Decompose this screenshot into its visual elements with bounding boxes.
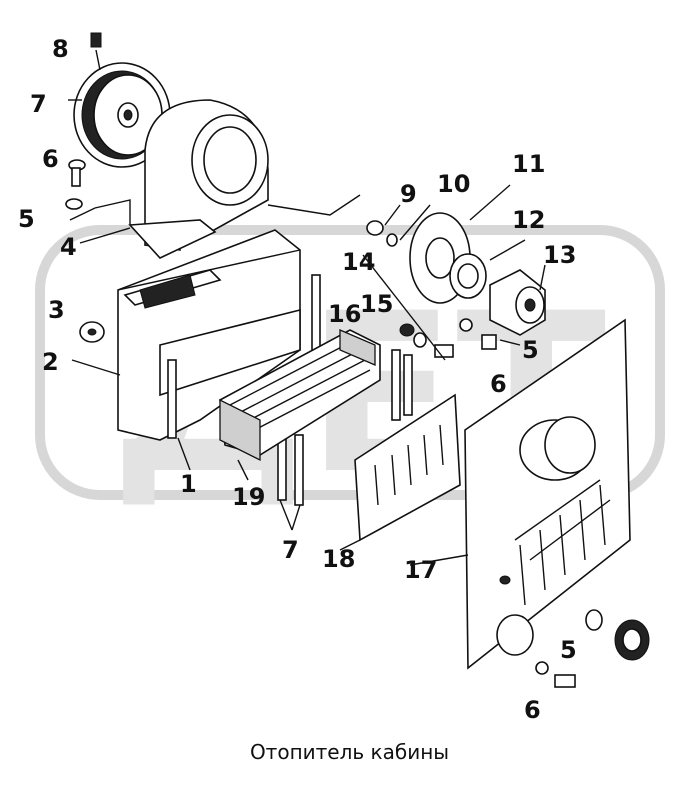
control-knob xyxy=(585,609,650,661)
seal-strips xyxy=(167,274,413,506)
screw-8 xyxy=(90,32,102,71)
bolt-6-bottom xyxy=(535,661,576,688)
motor-assembly xyxy=(366,212,546,350)
label-1: 1 xyxy=(180,470,197,498)
label-16: 16 xyxy=(328,300,361,328)
label-10: 10 xyxy=(437,170,470,198)
label-17: 17 xyxy=(404,556,437,584)
label-18: 18 xyxy=(322,545,355,573)
label-14: 14 xyxy=(342,248,375,276)
front-grille-18 xyxy=(354,393,461,542)
label-6-mid: 6 xyxy=(490,370,507,398)
leader-lines xyxy=(68,99,546,566)
label-8: 8 xyxy=(52,35,69,63)
label-12: 12 xyxy=(512,206,545,234)
label-15: 15 xyxy=(360,290,393,318)
label-7-bottom: 7 xyxy=(282,536,299,564)
label-3: 3 xyxy=(48,296,65,324)
label-6-left: 6 xyxy=(42,145,59,173)
label-19: 19 xyxy=(232,483,265,511)
label-5-bottom: 5 xyxy=(560,636,577,664)
label-9: 9 xyxy=(400,180,417,208)
front-panel-17 xyxy=(464,318,631,670)
label-5-mid: 5 xyxy=(522,336,539,364)
part-labels: 8 7 6 5 4 3 2 1 19 7 18 17 16 15 14 9 10… xyxy=(18,35,577,724)
figure-caption: Отопитель кабины xyxy=(249,740,450,764)
bolt-6-left xyxy=(65,159,86,210)
label-4: 4 xyxy=(60,233,77,261)
heater-radiator xyxy=(219,329,381,462)
label-2: 2 xyxy=(42,348,59,376)
label-11: 11 xyxy=(512,150,545,178)
fittings-15-16 xyxy=(399,323,454,358)
label-6-bottom: 6 xyxy=(524,696,541,724)
heater-case xyxy=(117,229,301,441)
label-5-left: 5 xyxy=(18,205,35,233)
label-7-top: 7 xyxy=(30,90,47,118)
plug-3 xyxy=(79,321,105,343)
label-13: 13 xyxy=(543,241,576,269)
fan-housing xyxy=(128,99,269,259)
